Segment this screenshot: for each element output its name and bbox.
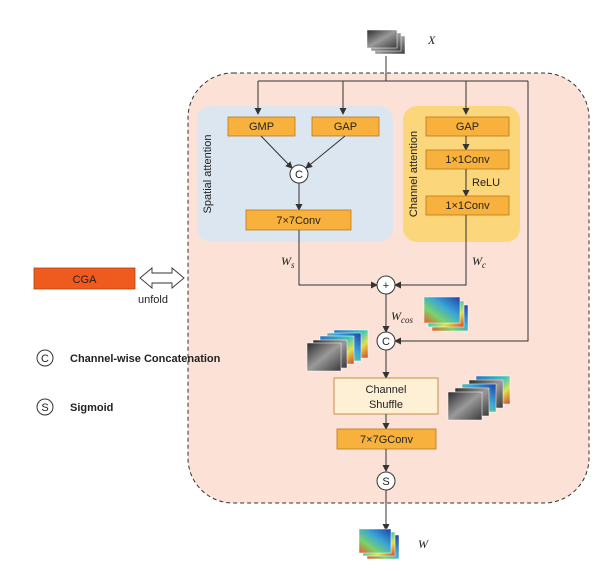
shuffled-feature-stack <box>447 375 511 421</box>
spatial-concat-symbol: C <box>295 169 303 181</box>
sigmoid-symbol: S <box>382 476 389 488</box>
weight-wcos-label: Wcos <box>391 309 413 325</box>
channel-conv2-box <box>425 195 510 216</box>
unfold-label: unfold <box>138 294 168 306</box>
output-w-label: W <box>418 537 429 551</box>
wcos-heatmap-stack <box>423 296 469 332</box>
channel-shuffle-label-line1: Channel <box>366 384 407 396</box>
legend-concat-symbol-circle <box>36 349 54 367</box>
fusion-concat-symbol: C <box>382 336 390 348</box>
legend-sigmoid-text: Sigmoid <box>70 402 113 414</box>
channel-gap-box <box>425 116 510 137</box>
gconv7-label: 7×7GConv <box>360 434 413 446</box>
legend-concat-symbol: C <box>41 353 49 365</box>
weight-ws-label: Ws <box>281 254 295 270</box>
cga-block-label: CGA <box>73 274 98 286</box>
output-weight-map-w <box>358 528 400 560</box>
legend-concat-text: Channel-wise Concatenation <box>70 353 221 365</box>
spatial-gap-box <box>311 116 380 137</box>
spatial-gap-label: GAP <box>334 121 357 133</box>
channel-attention-title: Channel attention <box>408 131 420 217</box>
channel-conv2-label: 1×1Conv <box>445 200 490 212</box>
relu-label: ReLU <box>472 177 500 189</box>
unfold-arrow <box>139 267 185 289</box>
channel-shuffle-box <box>333 377 439 415</box>
channel-gap-label: GAP <box>456 121 479 133</box>
spatial-conv7-label: 7×7Conv <box>276 215 321 227</box>
input-x-label: X <box>427 33 436 47</box>
legend-sigmoid-symbol: S <box>41 402 48 414</box>
gmp-label: GMP <box>249 121 274 133</box>
legend-sigmoid-symbol-circle <box>36 398 54 416</box>
channel-conv1-label: 1×1Conv <box>445 154 490 166</box>
channel-conv1-box <box>425 149 510 170</box>
add-symbol: + <box>383 280 389 292</box>
concatenated-feature-stack <box>306 329 369 372</box>
cga-block <box>33 267 136 290</box>
input-feature-map-x <box>366 29 406 55</box>
channel-shuffle-label-line2: Shuffle <box>369 399 403 411</box>
weight-wc-label: Wc <box>472 254 486 270</box>
spatial-attention-title: Spatial attention <box>202 135 214 214</box>
